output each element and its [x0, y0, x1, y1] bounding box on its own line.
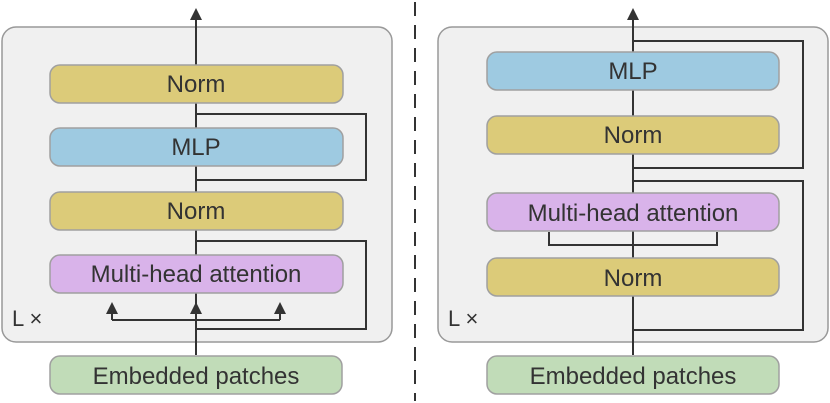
right-panel: MLP Norm Multi-head attention Norm L × E…: [437, 8, 829, 395]
right-norm-lower-block: [486, 257, 780, 297]
left-residual-mlp: [196, 113, 367, 181]
right-embedded-block: [486, 355, 780, 395]
left-mlp-label: MLP: [171, 134, 220, 161]
right-mlp-label: MLP: [608, 58, 657, 85]
right-embedded-label: Embedded patches: [530, 363, 737, 390]
right-norm-upper-label: Norm: [604, 122, 663, 149]
left-attention-block: [49, 254, 344, 294]
right-repeat-label: L ×: [448, 306, 478, 331]
right-norm-upper-block: [486, 115, 780, 155]
right-attention-block: [486, 192, 780, 232]
right-attention-label: Multi-head attention: [528, 200, 739, 227]
right-residual-attention: [633, 180, 804, 331]
left-norm-top-label: Norm: [167, 71, 226, 98]
left-residual-attention: [196, 240, 367, 330]
right-residual-mlp: [633, 40, 804, 169]
left-norm-mid-block: [49, 191, 344, 231]
left-mlp-block: [49, 127, 344, 167]
right-mlp-block: [486, 51, 780, 91]
left-norm-top-block: [49, 64, 344, 104]
left-repeat-label: L ×: [12, 306, 42, 331]
left-embedded-block: [49, 355, 343, 395]
right-qkv-split-line: [548, 232, 718, 246]
left-embedded-label: Embedded patches: [93, 363, 300, 390]
left-norm-mid-label: Norm: [167, 198, 226, 225]
left-panel: Norm MLP Norm Multi-head attention L × E…: [1, 8, 393, 395]
right-norm-lower-label: Norm: [604, 265, 663, 292]
left-attention-label: Multi-head attention: [91, 261, 302, 288]
